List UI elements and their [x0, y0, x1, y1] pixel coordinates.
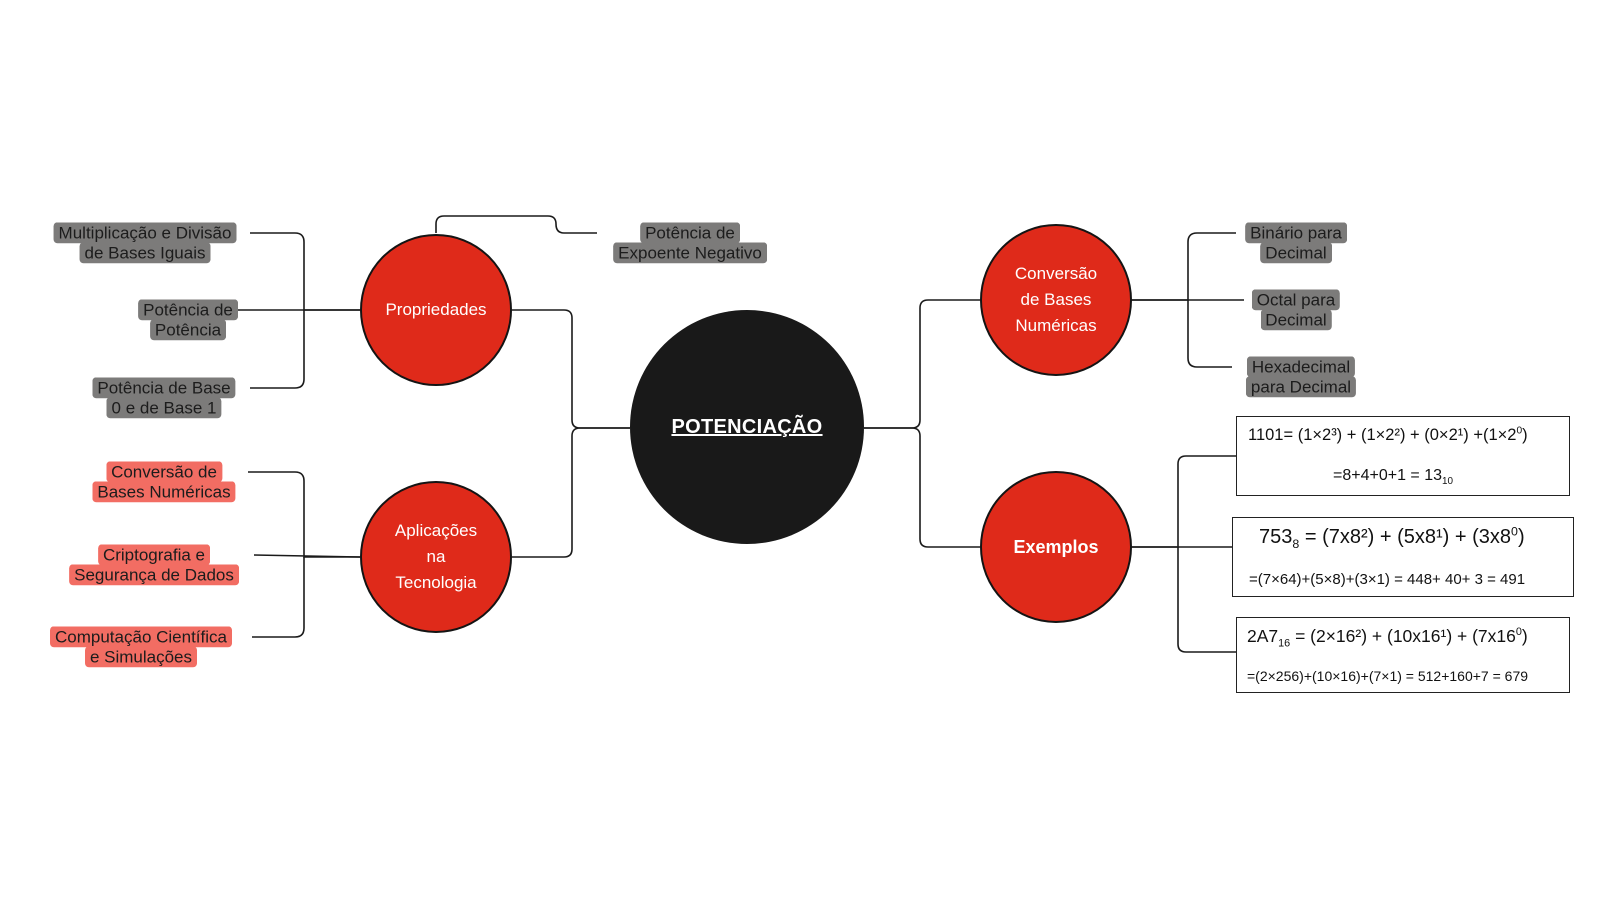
leaf-binario-decimal[interactable]: Binário para Decimal [1245, 202, 1347, 264]
branch-exemplos-label: Exemplos [1013, 537, 1099, 557]
connector-aplic-conversao [248, 471, 360, 558]
example-hex-box: 2A716 = (2×16²) + (10x16¹) + (7x160) =(2… [1236, 617, 1570, 693]
leaf-criptografia[interactable]: Criptografia e Segurança de Dados [69, 524, 239, 586]
example-binary-result: =8+4+0+1 = 1310 [1333, 467, 1454, 488]
branch-aplicacoes-label: Aplicações na Tecnologia [394, 521, 478, 592]
connector-prop-negativo [435, 215, 597, 234]
connector-center-conversao [864, 299, 980, 429]
branch-conversao-node[interactable]: Conversão de Bases Numéricas [980, 224, 1132, 376]
example-hex-expansion: 2A716 = (2×16²) + (10x16¹) + (7x160) [1247, 626, 1528, 650]
branch-conversao-label: Conversão de Bases Numéricas [1014, 264, 1098, 335]
leaf-potencia-de-potencia[interactable]: Potência de Potência [138, 279, 238, 341]
connector-ex-hex [1177, 547, 1236, 653]
leaf-potencia-base-0-1[interactable]: Potência de Base 0 e de Base 1 [92, 357, 236, 419]
connector-conv-binario [1130, 232, 1236, 301]
central-topic-node[interactable]: POTENCIAÇÃO [630, 310, 864, 544]
example-binary-expansion: 1101= (1×2³) + (1×2²) + (0×2¹) +(1×20) [1248, 425, 1528, 444]
branch-exemplos-node[interactable]: Exemplos [980, 471, 1132, 623]
central-topic-title: POTENCIAÇÃO [671, 415, 823, 438]
connector-prop-mult [250, 232, 360, 311]
example-octal-box: 7538 = (7x8²) + (5x8¹) + (3x80) =(7×64)+… [1232, 517, 1574, 597]
branch-aplicacoes-node[interactable]: Aplicações na Tecnologia [360, 481, 512, 633]
example-octal-expansion: 7538 = (7x8²) + (5x8¹) + (3x80) [1259, 524, 1525, 551]
leaf-hexadecimal-decimal[interactable]: Hexadecimal para Decimal [1245, 336, 1357, 398]
connector-aplic-computacao [252, 557, 305, 638]
leaf-multiplicacao-divisao[interactable]: Multiplicação e Divisão de Bases Iguais [53, 202, 237, 264]
example-hex-result: =(2×256)+(10×16)+(7×1) = 512+160+7 = 679 [1247, 668, 1529, 684]
connector-center-propriedades [512, 309, 630, 429]
connector-prop-base01 [250, 310, 305, 389]
example-binary-box: 1101= (1×2³) + (1×2²) + (0×2¹) +(1×20) =… [1236, 416, 1570, 496]
connector-center-aplicacoes [512, 427, 630, 558]
leaf-octal-decimal[interactable]: Octal para Decimal [1251, 269, 1341, 331]
leaf-conversao-bases[interactable]: Conversão de Bases Numéricas [92, 441, 236, 503]
example-octal-result: =(7×64)+(5×8)+(3×1) = 448+ 40+ 3 = 491 [1249, 571, 1526, 588]
connector-aplic-cripto [253, 554, 361, 558]
connector-ex-binario [1130, 455, 1236, 548]
branch-propriedades-node[interactable]: Propriedades [360, 234, 512, 386]
branch-propriedades-label: Propriedades [385, 300, 487, 319]
connector-center-exemplos [864, 427, 980, 548]
leaf-expoente-negativo[interactable]: Potência de Expoente Negativo [613, 202, 767, 264]
leaf-computacao-cientifica[interactable]: Computação Científica e Simulações [50, 606, 232, 668]
connector-conv-hex [1187, 300, 1232, 368]
